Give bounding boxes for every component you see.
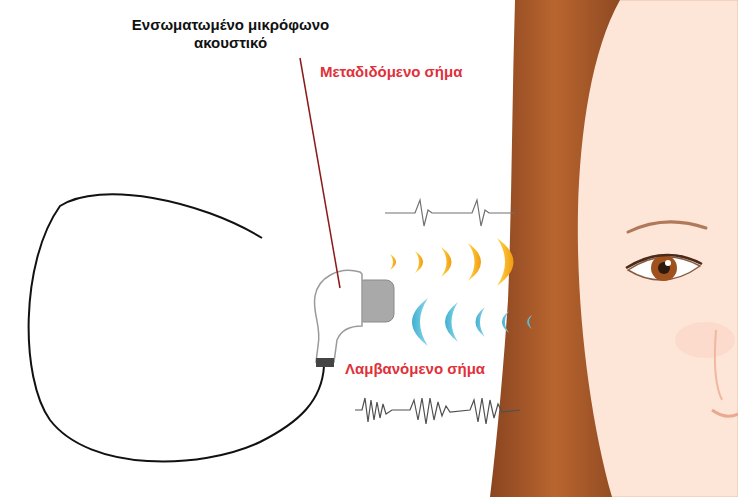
eye-iris	[651, 255, 677, 281]
wave-crescent	[415, 251, 423, 273]
wave-crescent	[468, 243, 481, 281]
wave-crescent	[527, 315, 532, 329]
received-waves	[412, 298, 532, 346]
wave-crescent	[497, 238, 514, 286]
wave-crescent	[502, 311, 509, 333]
cheek-blush	[675, 322, 735, 358]
transmitted-waveform	[385, 200, 515, 226]
probe-cable	[29, 194, 324, 461]
nose-line	[715, 330, 722, 400]
wave-crescent	[445, 302, 458, 342]
eye-highlight	[665, 260, 671, 266]
hair	[490, 0, 620, 497]
wave-crescent	[476, 307, 486, 337]
eyebrow	[628, 222, 706, 232]
signal-label: Μεταδιδόμενο σήμα	[320, 63, 490, 81]
wave-crescent	[441, 247, 452, 277]
eye-lid	[626, 255, 702, 268]
transmitted-waves	[390, 238, 514, 286]
wave-crescent	[412, 298, 428, 346]
signal-label: Λαμβανόμενο σήμα	[345, 360, 505, 378]
probe-body	[314, 270, 362, 362]
received-waveform	[355, 398, 520, 424]
wave-crescent	[390, 254, 396, 270]
leader-line	[300, 58, 340, 288]
part-label: Ενσωματωμένο μικρόφωνο ακουστικό	[128, 16, 333, 52]
nostril	[712, 410, 738, 416]
probe-cable-sleeve	[316, 358, 334, 367]
